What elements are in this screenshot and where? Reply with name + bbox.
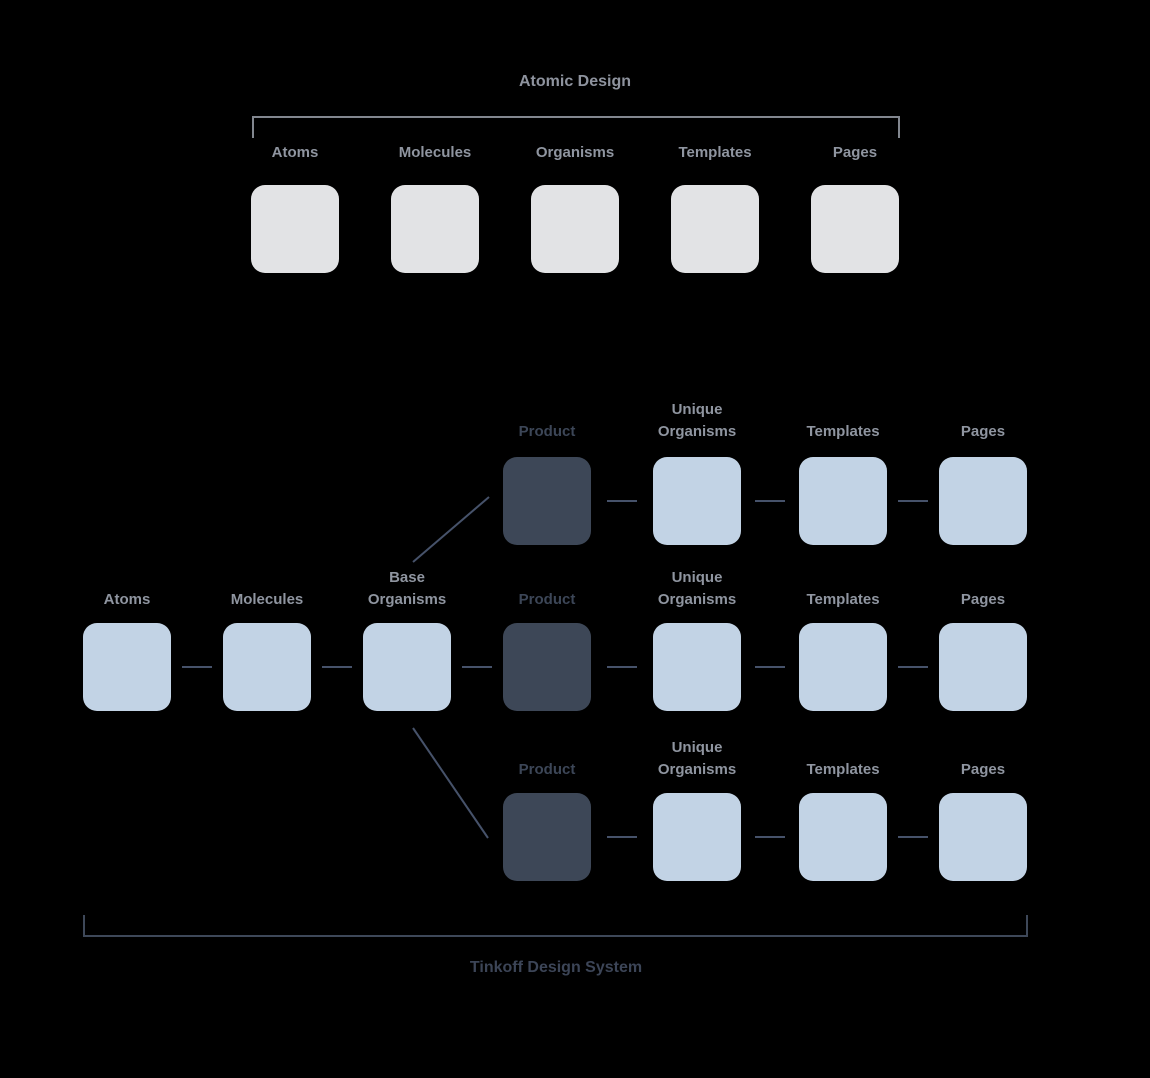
row3-connector-1 xyxy=(607,836,637,838)
row2-label-molecules: Molecules xyxy=(230,591,304,608)
row2-label-base-organisms: Base Organisms xyxy=(367,569,447,608)
tinkoff-bracket xyxy=(83,915,1028,937)
row2-label-atoms: Atoms xyxy=(103,591,151,608)
atomic-box-molecules xyxy=(391,185,479,273)
row2-box-unique-organisms xyxy=(653,623,741,711)
row3-label-product: Product xyxy=(518,761,576,778)
row1-label-product: Product xyxy=(518,423,576,440)
row3-box-templates xyxy=(799,793,887,881)
row2-box-templates xyxy=(799,623,887,711)
row2-box-product xyxy=(503,623,591,711)
row1-box-product xyxy=(503,457,591,545)
row1-label-unique-organisms: Unique Organisms xyxy=(657,401,737,440)
branch-line-up xyxy=(412,496,490,563)
atomic-label-molecules: Molecules xyxy=(398,144,472,161)
row1-connector-1 xyxy=(607,500,637,502)
row1-box-pages xyxy=(939,457,1027,545)
branch-line-down xyxy=(412,727,489,839)
row1-box-unique-organisms xyxy=(653,457,741,545)
row2-connector-4 xyxy=(607,666,637,668)
tinkoff-title: Tinkoff Design System xyxy=(469,959,643,976)
row3-label-templates: Templates xyxy=(806,761,880,778)
row3-label-pages: Pages xyxy=(960,761,1006,778)
row2-connector-3 xyxy=(462,666,492,668)
row2-box-molecules xyxy=(223,623,311,711)
row3-box-pages xyxy=(939,793,1027,881)
atomic-label-atoms: Atoms xyxy=(271,144,319,161)
atomic-box-pages xyxy=(811,185,899,273)
row2-box-atoms xyxy=(83,623,171,711)
atomic-box-atoms xyxy=(251,185,339,273)
row2-label-unique-organisms: Unique Organisms xyxy=(657,569,737,608)
atomic-label-pages: Pages xyxy=(832,144,878,161)
atomic-box-templates xyxy=(671,185,759,273)
row2-connector-6 xyxy=(898,666,928,668)
row3-box-product xyxy=(503,793,591,881)
atomic-design-bracket xyxy=(252,116,900,138)
row2-label-product: Product xyxy=(518,591,576,608)
row3-label-unique-organisms: Unique Organisms xyxy=(657,739,737,778)
row2-connector-2 xyxy=(322,666,352,668)
row2-box-pages xyxy=(939,623,1027,711)
row2-box-base-organisms xyxy=(363,623,451,711)
row1-box-templates xyxy=(799,457,887,545)
row3-connector-3 xyxy=(898,836,928,838)
atomic-box-organisms xyxy=(531,185,619,273)
row2-label-pages: Pages xyxy=(960,591,1006,608)
atomic-label-templates: Templates xyxy=(678,144,752,161)
row2-connector-1 xyxy=(182,666,212,668)
row1-label-templates: Templates xyxy=(806,423,880,440)
row3-connector-2 xyxy=(755,836,785,838)
row3-box-unique-organisms xyxy=(653,793,741,881)
row2-connector-5 xyxy=(755,666,785,668)
row1-connector-2 xyxy=(755,500,785,502)
row1-label-pages: Pages xyxy=(960,423,1006,440)
row1-connector-3 xyxy=(898,500,928,502)
atomic-label-organisms: Organisms xyxy=(535,144,615,161)
atomic-design-title: Atomic Design xyxy=(518,73,631,90)
row2-label-templates: Templates xyxy=(806,591,880,608)
